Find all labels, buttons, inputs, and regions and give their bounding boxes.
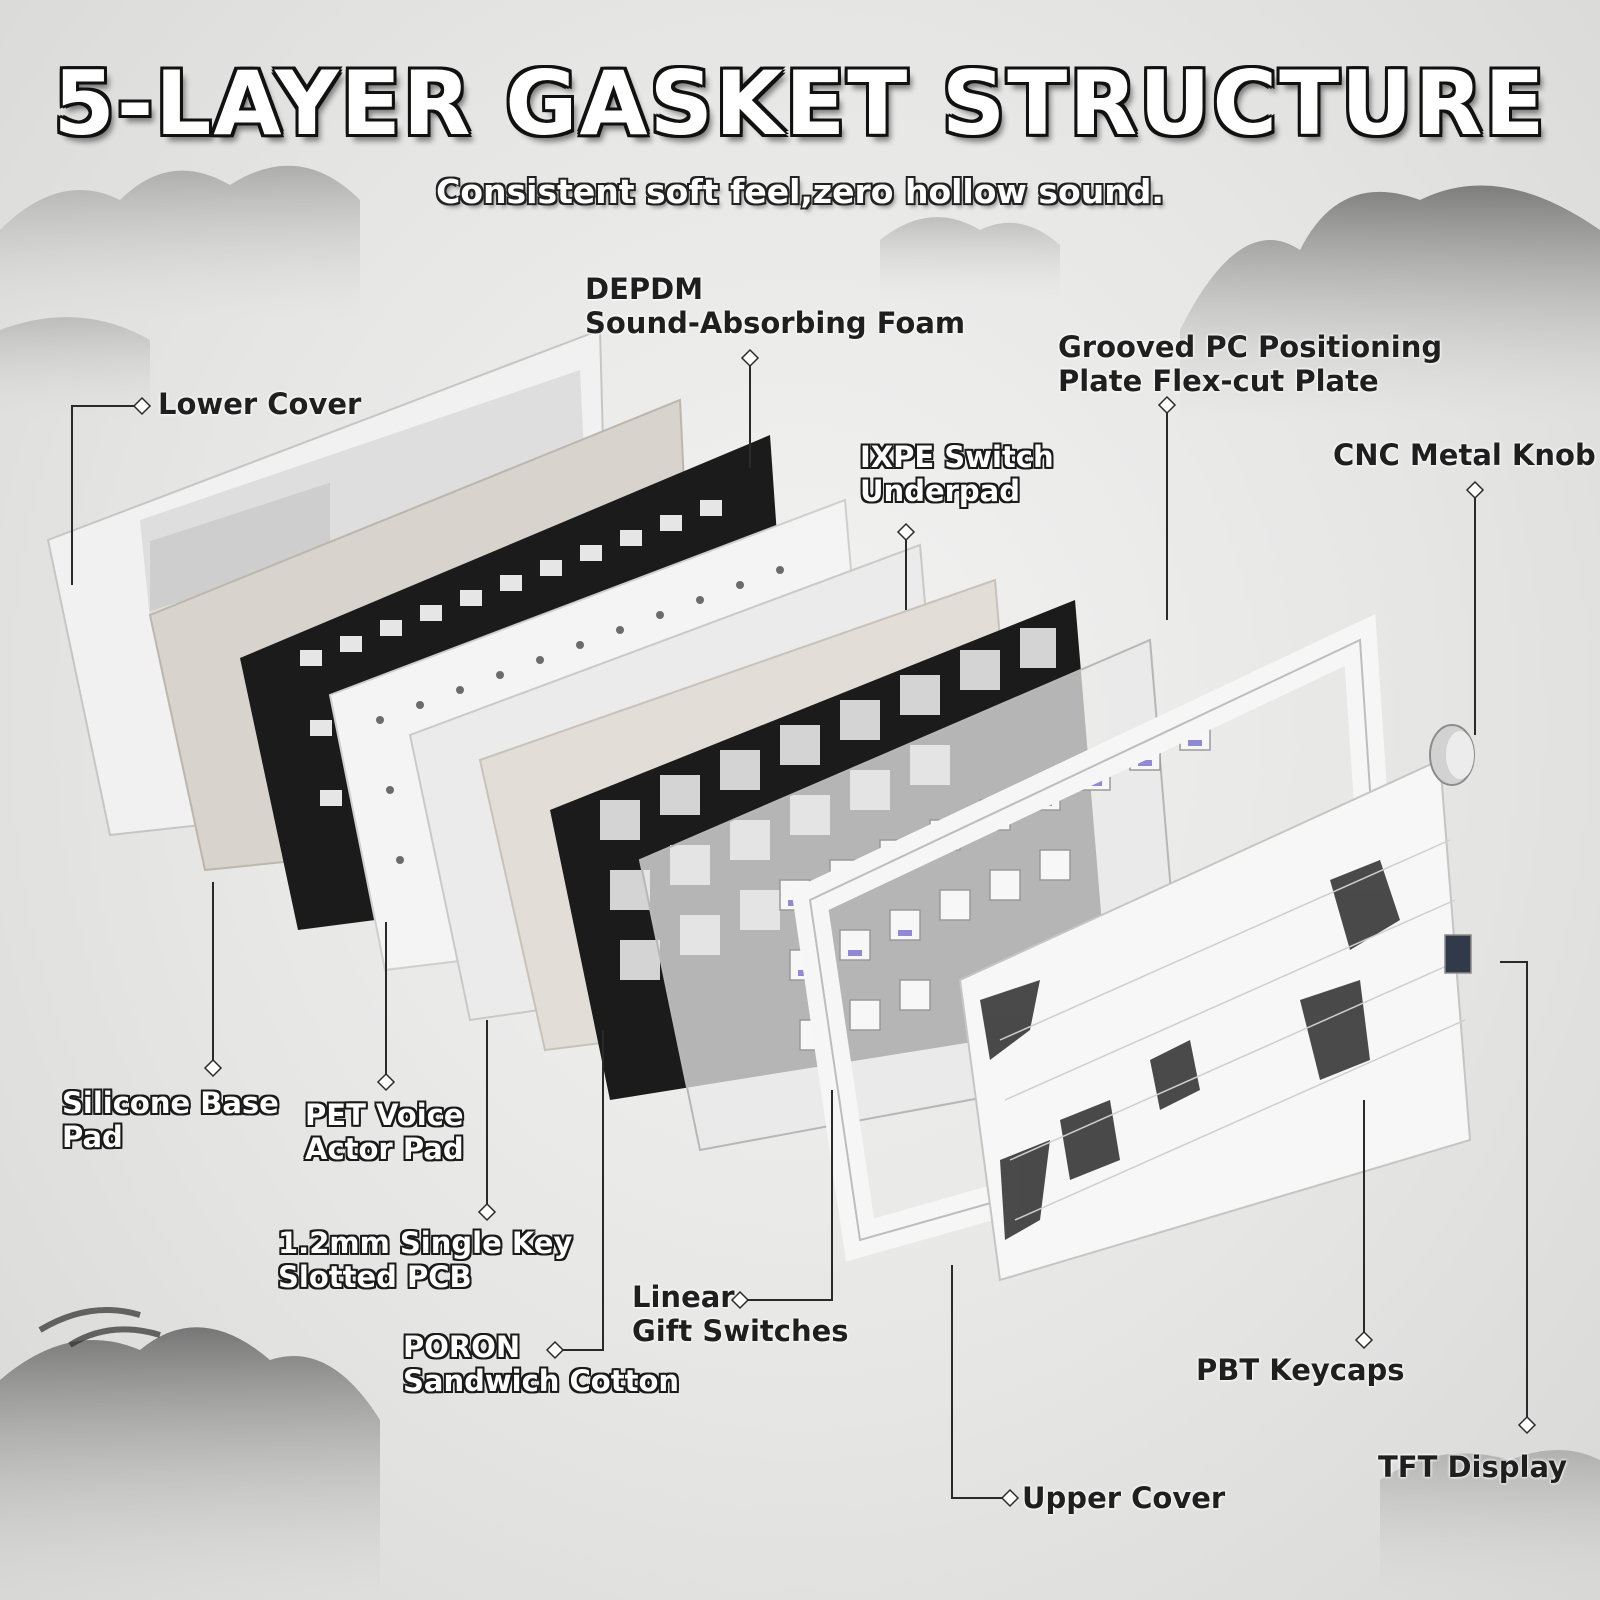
mountain-bottom-left (0, 1327, 380, 1600)
label-ixpe-underpad: IXPE Switch Underpad (860, 440, 1054, 508)
leader-upper-cover (951, 1265, 1010, 1499)
label-poron-cotton: PORON Sandwich Cotton (403, 1330, 680, 1398)
mountain-right-top (1180, 185, 1600, 420)
mountain-center (880, 217, 1060, 300)
mountain-left-mid (0, 317, 150, 420)
label-slotted-pcb: 1.2mm Single Key Slotted PCB (278, 1226, 573, 1294)
mountain-bottom-right (1380, 1450, 1600, 1600)
leader-tft (1500, 961, 1528, 1425)
label-silicone-base-pad: Silicone Base Pad (62, 1086, 279, 1154)
label-tft-display: TFT Display (1378, 1450, 1568, 1484)
label-pbt-keycaps: PBT Keycaps (1196, 1353, 1405, 1387)
pbt-keycaps-layer (958, 758, 1472, 1282)
label-lower-cover: Lower Cover (158, 387, 362, 421)
label-cnc-knob: CNC Metal Knob (1333, 438, 1596, 472)
mountain-left-top (0, 165, 360, 320)
page-subtitle: Consistent soft feel,zero hollow sound. (436, 172, 1164, 211)
tft-display-screen (1444, 934, 1472, 974)
label-upper-cover: Upper Cover (1022, 1481, 1226, 1515)
label-pet-voice-actor-pad: PET Voice Actor Pad (305, 1098, 464, 1166)
leader-lower-cover (71, 405, 142, 585)
leader-linear (740, 1090, 833, 1301)
label-linear-switches: Linear Gift Switches (632, 1280, 849, 1348)
label-grooved-pc-plate: Grooved PC Positioning Plate Flex-cut Pl… (1058, 330, 1443, 398)
cnc-metal-knob (1429, 724, 1475, 786)
label-depdm-foam: DEPDM Sound-Absorbing Foam (585, 272, 966, 340)
leader-poron (555, 1030, 604, 1351)
page-title: 5-LAYER GASKET STRUCTURE (53, 52, 1547, 155)
pine-branch (38, 1307, 161, 1348)
